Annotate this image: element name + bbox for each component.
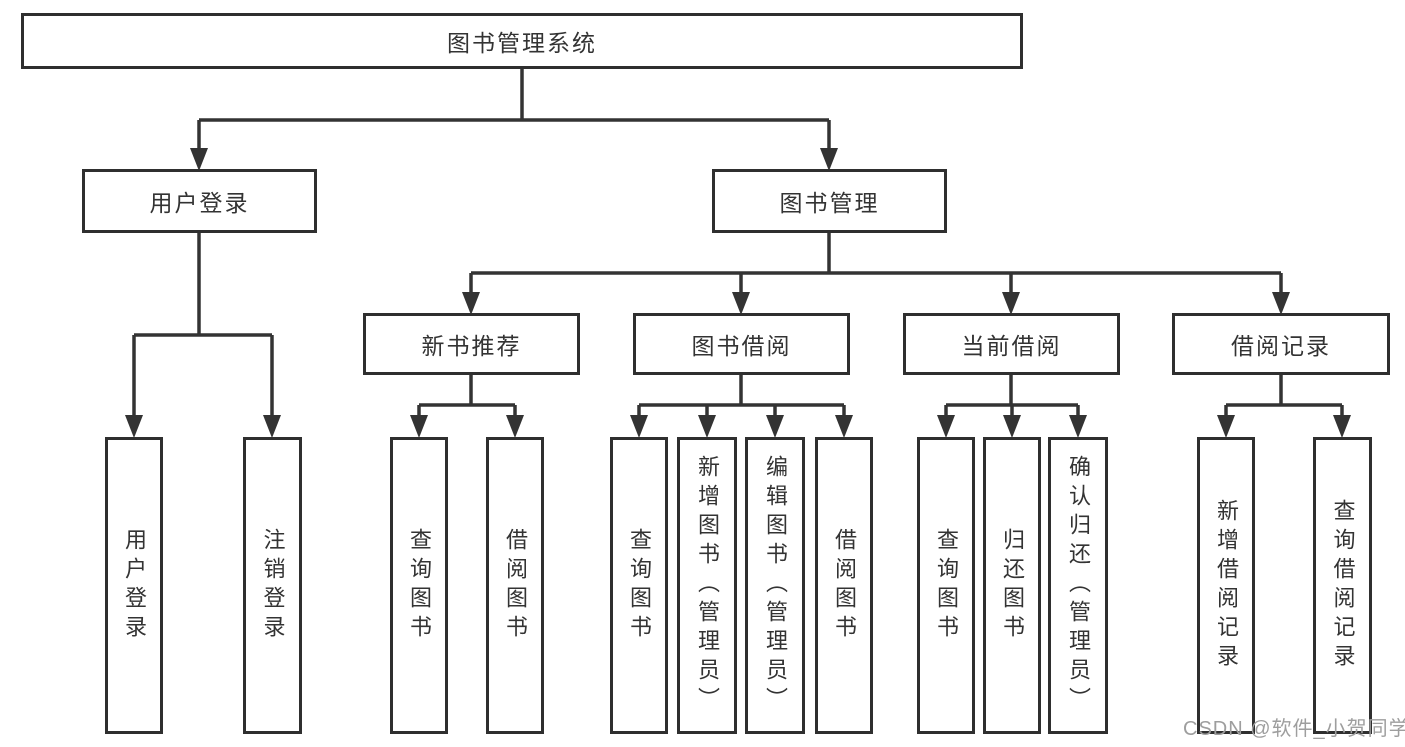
leaf-edit-books-admin: 编辑图书（管理员） [745, 437, 805, 734]
node-root-library-management-system: 图书管理系统 [21, 13, 1023, 69]
leaf-query-books-borrow: 查询图书 [610, 437, 668, 734]
leaf-query-books-current: 查询图书 [917, 437, 975, 734]
leaf-add-borrow-record: 新增借阅记录 [1197, 437, 1255, 734]
node-user-login: 用户登录 [82, 169, 317, 233]
leaf-return-books: 归还图书 [983, 437, 1041, 734]
leaf-borrow-books-recommend: 借阅图书 [486, 437, 544, 734]
leaf-user-login: 用户登录 [105, 437, 163, 734]
node-book-management: 图书管理 [712, 169, 947, 233]
leaf-query-books-recommend: 查询图书 [390, 437, 448, 734]
leaf-add-books-admin: 新增图书（管理员） [677, 437, 737, 734]
leaf-logout: 注销登录 [243, 437, 302, 734]
leaf-confirm-return-admin: 确认归还（管理员） [1048, 437, 1108, 734]
csdn-watermark: CSDN @软件_小贺同学 [1183, 718, 1405, 740]
node-book-borrow: 图书借阅 [633, 313, 850, 375]
node-current-borrow: 当前借阅 [903, 313, 1120, 375]
node-borrow-records: 借阅记录 [1172, 313, 1390, 375]
leaf-borrow-books: 借阅图书 [815, 437, 873, 734]
node-new-book-recommend: 新书推荐 [363, 313, 580, 375]
leaf-query-borrow-record: 查询借阅记录 [1313, 437, 1372, 734]
